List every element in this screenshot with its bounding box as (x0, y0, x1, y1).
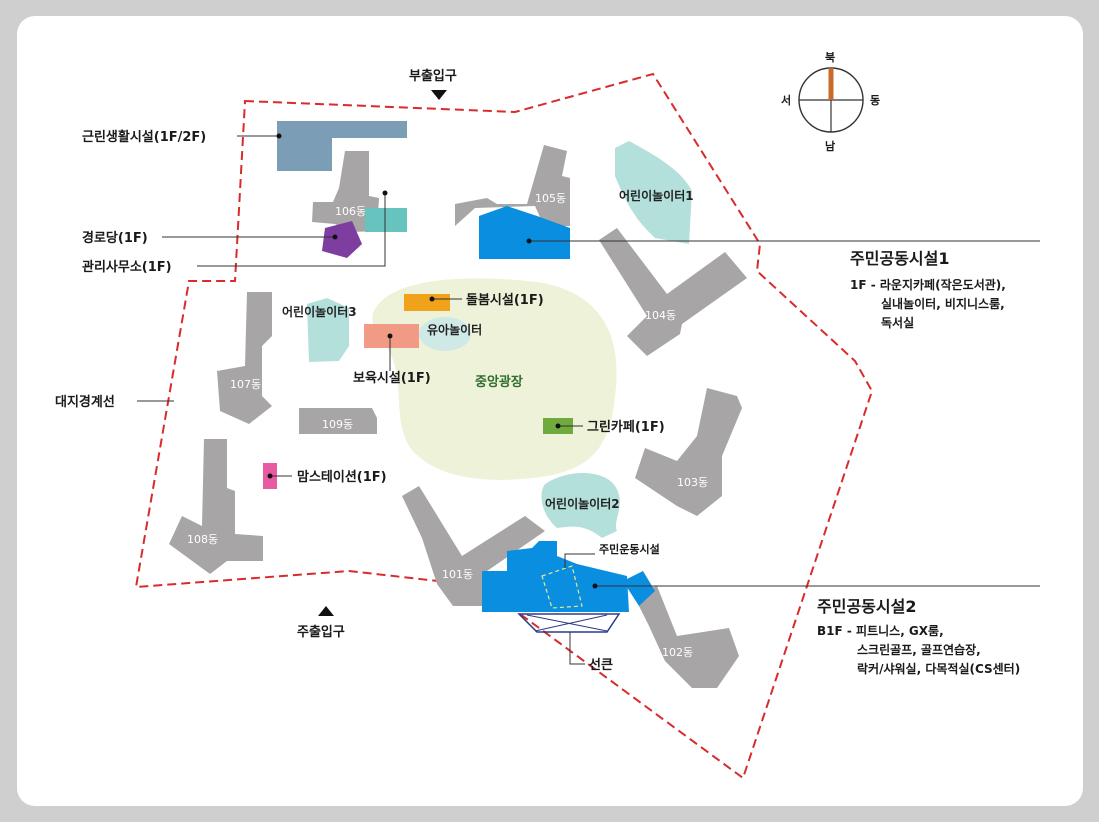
community2-title: 주민공동시설2 (817, 597, 916, 616)
label-plaza: 중앙광장 (475, 374, 523, 390)
main-entrance-label: 주출입구 (297, 624, 345, 640)
compass-east: 동 (870, 94, 880, 107)
label-neighborhood: 근린생활시설(1F/2F) (82, 129, 206, 145)
compass-north: 북 (825, 50, 835, 64)
building-label-108: 108동 (187, 533, 218, 546)
toddler-playground (419, 317, 471, 351)
label-sports: 주민운동시설 (599, 542, 660, 556)
building-107 (217, 292, 272, 424)
community2-line1: B1F - 피트니스, GX룸, (817, 623, 944, 638)
sub-entrance-label: 부출입구 (409, 68, 457, 84)
playground-3 (307, 298, 349, 362)
building-108 (169, 439, 263, 574)
building-101 (402, 486, 545, 606)
main-entrance-arrow (318, 606, 334, 616)
label-office: 관리사무소(1F) (82, 259, 172, 275)
sunken-area (517, 613, 621, 633)
building-106 (312, 151, 379, 232)
building-label-106: 106동 (335, 205, 366, 218)
sub-entrance-arrow (431, 90, 447, 100)
compass (798, 67, 864, 133)
office-block (365, 208, 407, 232)
site-boundary (134, 72, 874, 780)
community-facility-2 (482, 541, 629, 612)
building-label-103: 103동 (677, 476, 708, 489)
neighborhood-facility (277, 121, 407, 171)
compass-south: 남 (825, 140, 835, 153)
leader-dots (267, 133, 598, 589)
label-toddler-playground: 유아놀이터 (427, 322, 482, 337)
label-senior: 경로당(1F) (82, 230, 148, 246)
building-label-102: 102동 (662, 646, 693, 659)
senior-center (322, 221, 362, 258)
building-109 (299, 408, 377, 434)
community1-line1: 1F - 라운지카페(작은도서관), (850, 277, 1006, 292)
building-104 (599, 228, 747, 356)
care-facility (404, 294, 450, 311)
community-facility-1 (479, 206, 570, 259)
building-102 (633, 586, 739, 688)
sunken-cross (526, 614, 608, 632)
community1-line3: 독서실 (881, 315, 914, 330)
label-playground-3: 어린이놀이터3 (282, 304, 357, 319)
compass-west: 서 (781, 93, 791, 107)
buildings (169, 145, 747, 688)
label-sunken: 선큰 (589, 657, 613, 673)
community2-line3: 락커/샤워실, 다목적실(CS센터) (857, 661, 1020, 676)
label-boundary: 대지경계선 (55, 394, 115, 410)
building-label-101: 101동 (442, 568, 473, 581)
community2-line2: 스크린골프, 골프연습장, (857, 642, 981, 657)
label-care: 돌봄시설(1F) (466, 293, 544, 308)
community1-line2: 실내놀이터, 비지니스룸, (881, 296, 1005, 311)
map-card: 106동 105동 104동 107동 109동 108동 103동 101동 … (17, 16, 1083, 806)
building-label-109: 109동 (322, 418, 353, 431)
label-cafe: 그린카페(1F) (587, 419, 665, 435)
building-label-104: 104동 (645, 309, 676, 322)
label-nursery: 보육시설(1F) (353, 370, 431, 386)
building-105 (455, 145, 570, 226)
building-103 (635, 388, 742, 516)
playground-2 (541, 472, 620, 538)
playground-1 (615, 141, 692, 244)
community-facility-2-annex (623, 571, 655, 606)
building-label-105: 105동 (535, 192, 566, 205)
community1-title: 주민공동시설1 (850, 249, 949, 268)
leader-lines (137, 135, 1040, 665)
label-playground-1: 어린이놀이터1 (619, 188, 694, 203)
building-label-107: 107동 (230, 378, 261, 391)
label-mom: 맘스테이션(1F) (297, 469, 387, 485)
label-playground-2: 어린이놀이터2 (545, 496, 620, 511)
sports-area-outline (541, 565, 583, 609)
site-map: 106동 105동 104동 107동 109동 108동 103동 101동 … (55, 50, 1040, 780)
